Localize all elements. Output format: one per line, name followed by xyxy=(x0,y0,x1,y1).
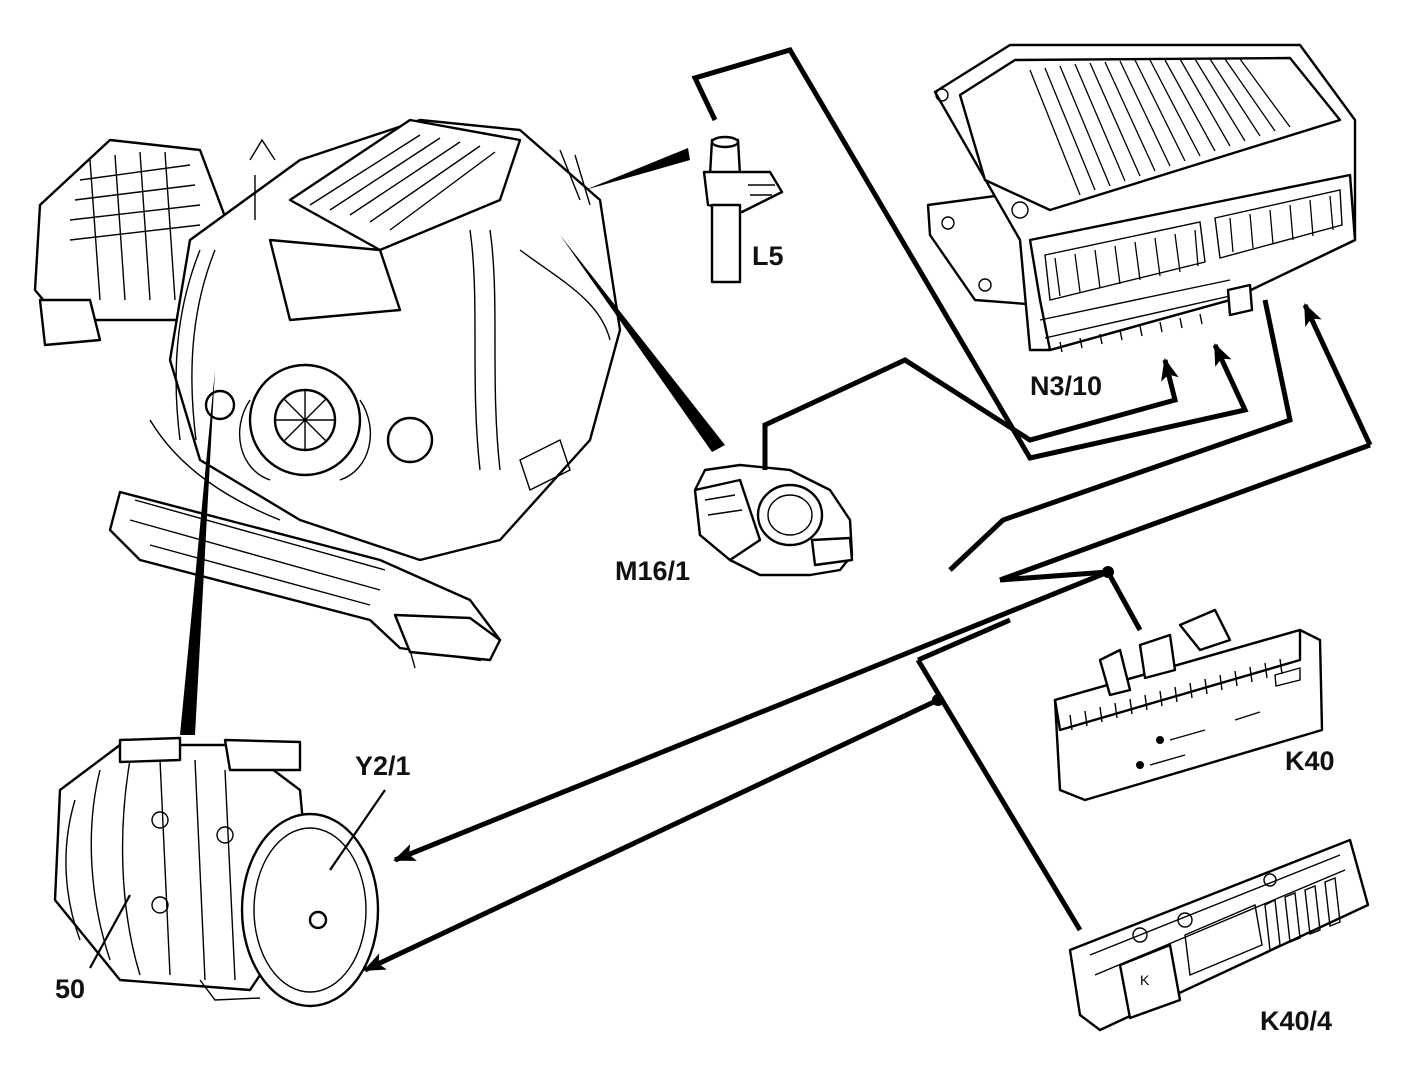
y2-1-leader xyxy=(329,789,386,871)
n50-leader xyxy=(89,894,131,969)
label-m16-1: M16/1 xyxy=(615,556,690,586)
label-50: 50 xyxy=(55,974,85,1004)
label-k40: K40 xyxy=(1285,746,1335,776)
wire-junctions xyxy=(932,566,1114,706)
l5-pointer xyxy=(585,148,690,190)
n3-10-control-unit-illustration xyxy=(926,43,1357,353)
m16-1-pointer xyxy=(560,235,725,452)
m16-1-throttle-actuator-illustration xyxy=(693,463,854,577)
wiring xyxy=(363,47,1373,973)
l5-sensor-illustration xyxy=(702,135,784,284)
k40-4-module-letter: K xyxy=(1140,972,1150,988)
label-k40-4: K40/4 xyxy=(1260,1006,1332,1036)
k40-4-fuse-box-illustration xyxy=(1068,838,1370,1032)
label-y2-1: Y2/1 xyxy=(355,751,411,781)
compressor-pointer xyxy=(180,370,215,735)
engine-illustration xyxy=(33,118,622,669)
label-n3-10: N3/10 xyxy=(1030,371,1102,401)
k40-relay-module-illustration xyxy=(1053,608,1324,802)
label-l5: L5 xyxy=(752,241,784,271)
clutch-y2-1-illustration xyxy=(240,812,380,1008)
